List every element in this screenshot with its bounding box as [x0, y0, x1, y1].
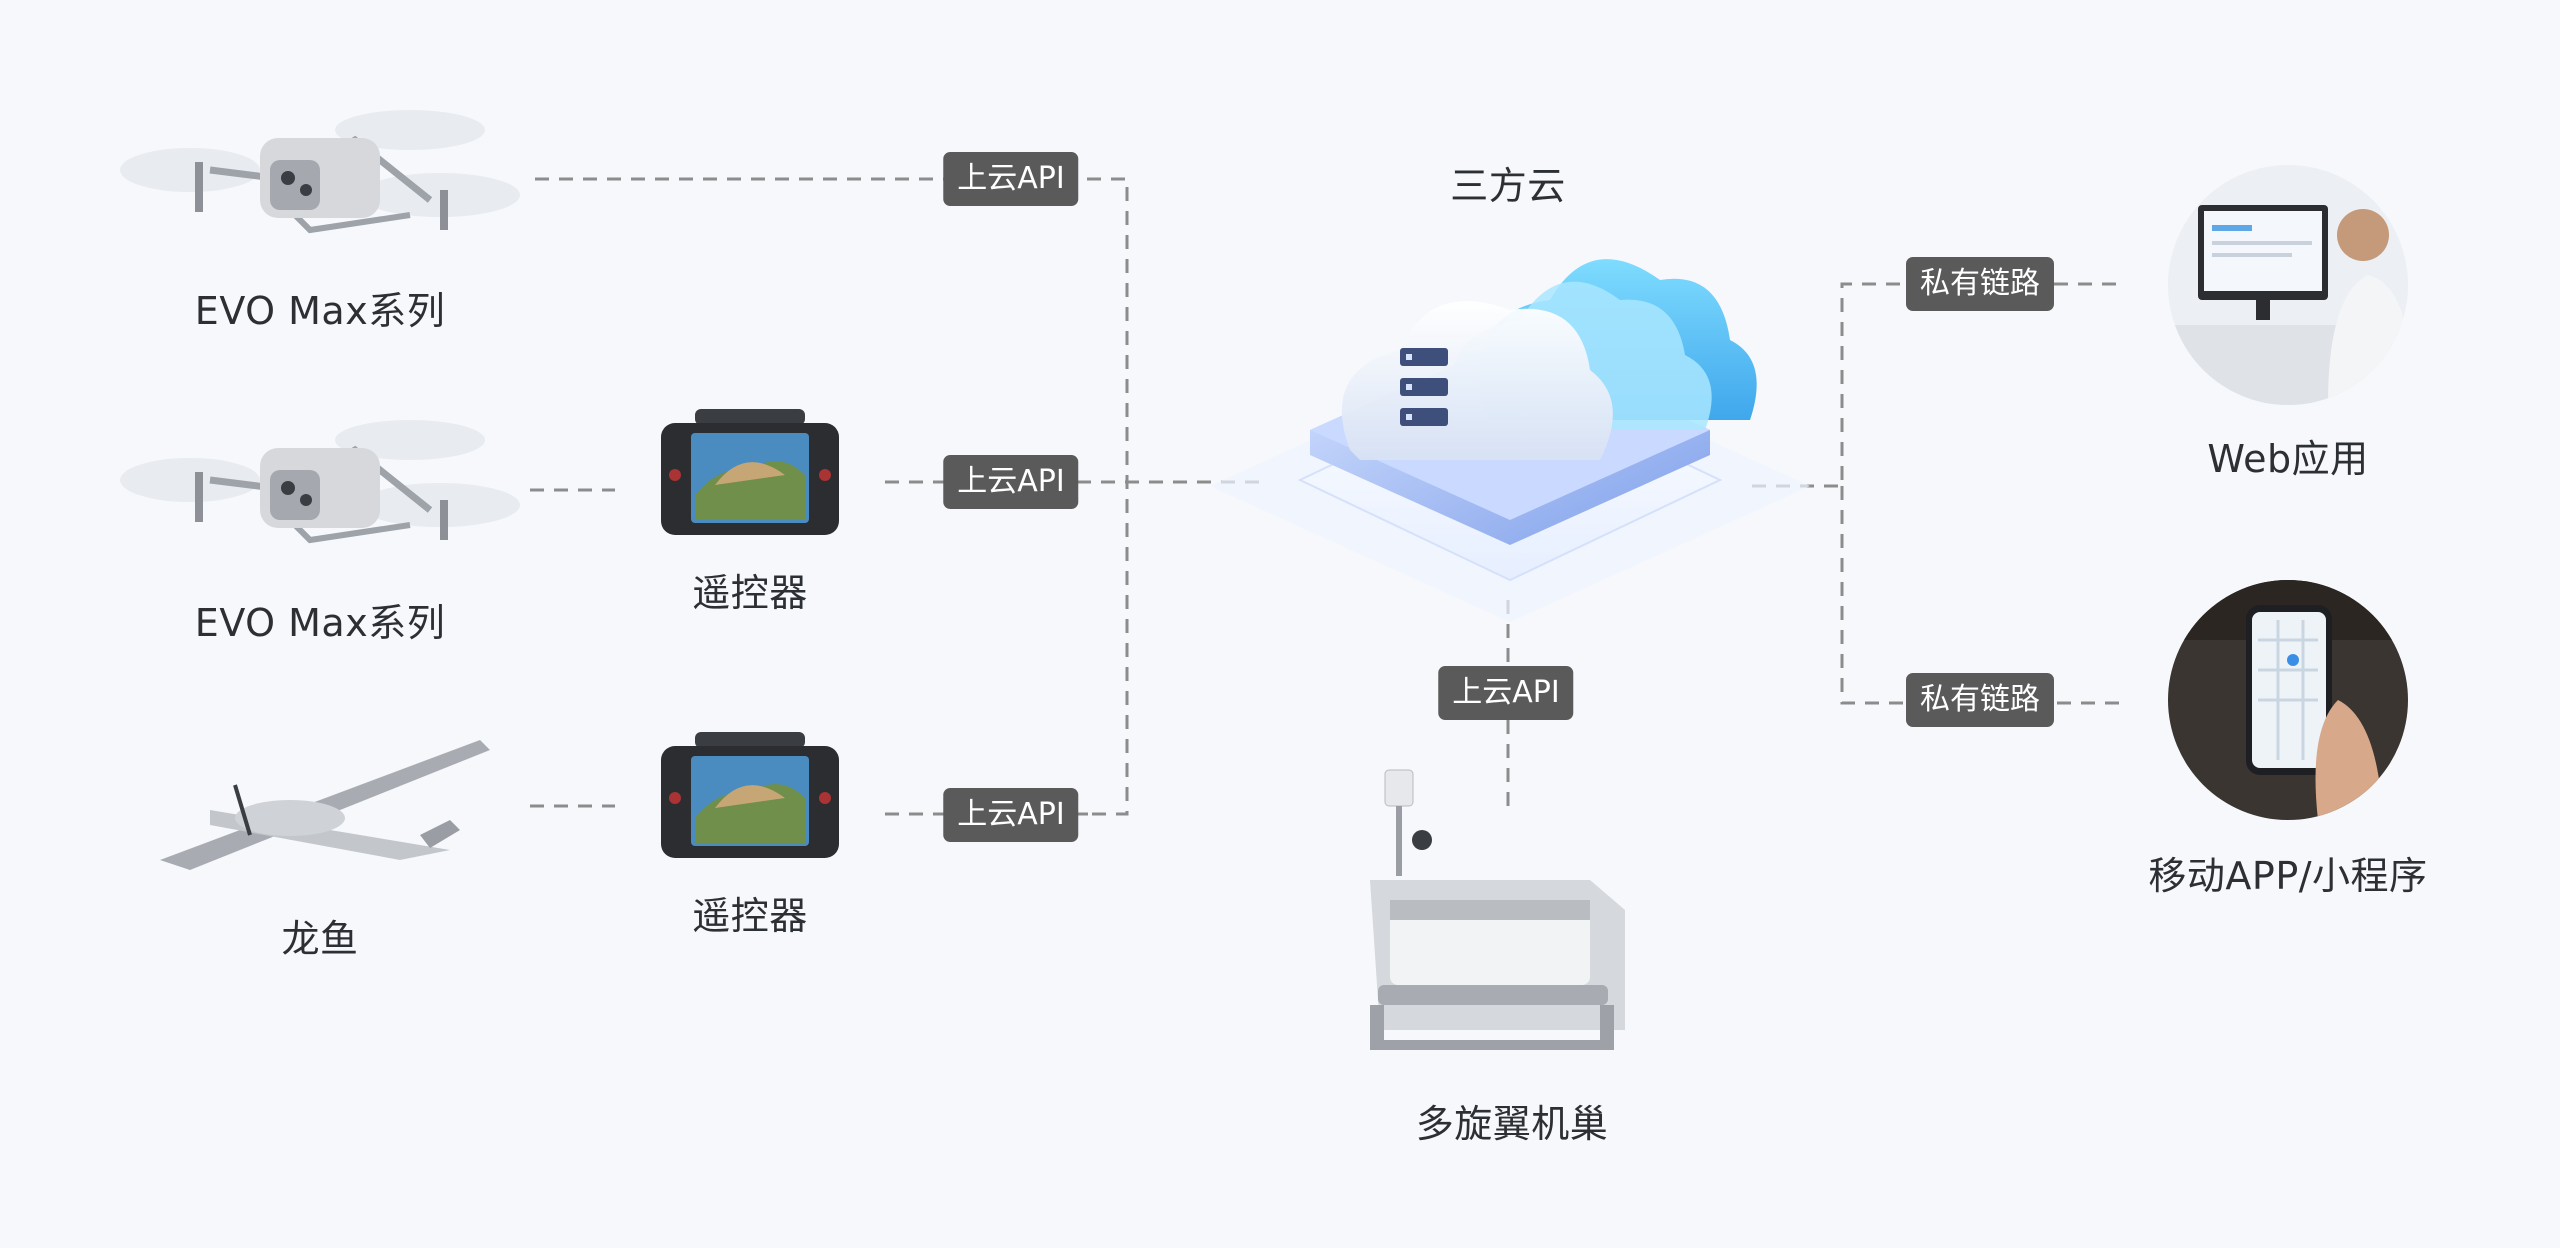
rc2-label: 遥控器 — [692, 894, 808, 938]
web-app-photo — [2168, 165, 2408, 405]
private-link-tag-1: 私有链路 — [1906, 257, 2054, 311]
mobile-app-photo — [2168, 580, 2408, 820]
remote-controller-icon — [661, 409, 839, 535]
remote-controller-icon — [661, 732, 839, 858]
link-private2 — [1840, 486, 2120, 705]
cloud-server-illustration — [1210, 259, 1810, 622]
drone-icon — [120, 110, 520, 234]
fixedwing-label: 龙鱼 — [281, 917, 359, 961]
web-app-label: Web应用 — [2207, 437, 2369, 481]
rc1-label: 遥控器 — [692, 571, 808, 615]
drone1-label: EVO Max系列 — [194, 289, 446, 333]
api-tag-3: 上云API — [943, 788, 1079, 842]
api-tag-2: 上云API — [943, 455, 1079, 509]
fixed-wing-drone-icon — [160, 740, 490, 870]
dock-station-icon — [1370, 769, 1625, 1050]
mobile-app-label: 移动APP/小程序 — [2148, 854, 2428, 898]
api-tag-1: 上云API — [943, 152, 1079, 206]
drone2-label: EVO Max系列 — [194, 601, 446, 645]
api-tag-dock: 上云API — [1438, 666, 1574, 720]
private-link-tag-2: 私有链路 — [1906, 673, 2054, 727]
dock-label: 多旋翼机巢 — [1415, 1102, 1609, 1146]
link-drone1-api — [535, 177, 1129, 816]
drone-icon — [120, 420, 520, 544]
cloud-title: 三方云 — [1450, 164, 1566, 208]
